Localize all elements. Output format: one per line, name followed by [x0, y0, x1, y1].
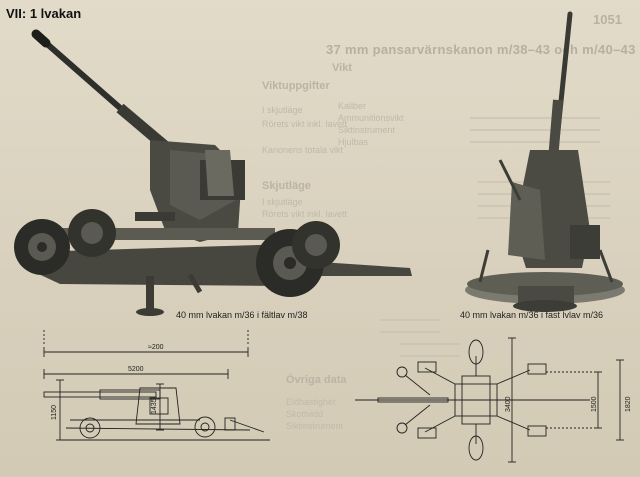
- ghost-line: Siktinstrument: [338, 125, 396, 135]
- dim-overall-length: ≈200: [148, 344, 164, 351]
- ghost-sub-c: Skjutläge: [262, 180, 311, 192]
- plan-view-drawing: [355, 337, 624, 463]
- ghost-sub-a: Vikt: [332, 62, 352, 74]
- left-photo-caption: 40 mm lvakan m/36 i fältlav m/38: [176, 310, 308, 320]
- ghost-line: I skjutläge: [262, 105, 303, 115]
- dim-plan-side: 1500: [591, 396, 598, 412]
- page-number: 1051: [593, 12, 622, 27]
- page-title: VII: 1 lvakan: [6, 6, 82, 21]
- ghost-line: Ammunitionsvikt: [338, 113, 404, 123]
- ghost-line: Skottvidd: [286, 409, 324, 419]
- field-carriage-gun-illustration: [14, 29, 412, 316]
- ghost-line: Kaliber: [338, 101, 367, 111]
- ghost-sub-lower: Övriga data: [286, 374, 347, 386]
- ghost-line: Eldhastighet: [286, 397, 336, 407]
- dim-height-left: 1150: [51, 405, 58, 420]
- ghost-line: Siktinstrument: [286, 421, 344, 431]
- dim-plan-outer: 1820: [625, 396, 632, 412]
- bleed-through-heading: 37 mm pansarvärnskanon m/38–43 och m/40–…: [326, 42, 636, 57]
- right-photo-caption: 40 mm lvakan m/36 i fast lvlav m/36: [460, 310, 604, 320]
- ghost-line: I skjutläge: [262, 197, 303, 207]
- dim-height-inner: 1435: [151, 398, 158, 414]
- ghost-line: Rörets vikt inkl. lavett: [262, 209, 348, 219]
- dim-barrel-length: 5200: [128, 366, 144, 373]
- side-view-drawing: [43, 330, 270, 441]
- fixed-mount-gun-illustration: [465, 11, 625, 312]
- ghost-line: Hjulbas: [338, 137, 369, 147]
- ghost-line: Rörets vikt inkl. lavett: [262, 119, 348, 129]
- ghost-line: Kanonens totala vikt: [262, 145, 344, 155]
- dim-plan-width: 3400: [505, 396, 512, 412]
- ghost-sub-b: Viktuppgifter: [262, 80, 330, 92]
